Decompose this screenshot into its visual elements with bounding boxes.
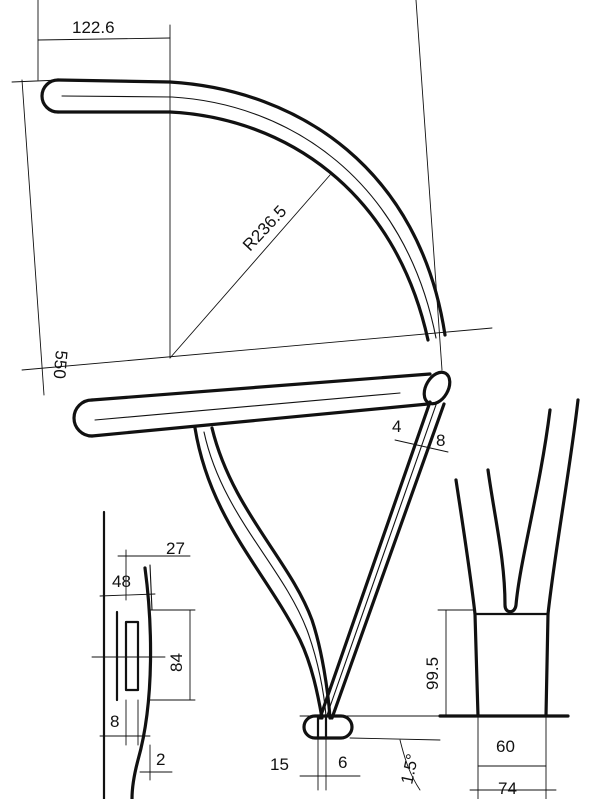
seat-bar	[72, 370, 452, 438]
dim-84-label: 84	[167, 653, 186, 672]
dim-8-label: 8	[436, 431, 445, 450]
dim-4-8: 4 8	[392, 417, 449, 453]
dim-122-6-label: 122.6	[72, 18, 115, 37]
dim-6-label: 6	[338, 753, 347, 772]
leg-detail: 99.5 60 74	[423, 398, 580, 799]
dim-48-label: 48	[112, 572, 131, 591]
dim-15-label: 15	[270, 755, 289, 774]
dim-4-label: 4	[392, 417, 401, 436]
section-detail: 27 48 84 8 2	[91, 510, 196, 799]
foot	[299, 714, 461, 741]
dim-8-detail-label: 8	[110, 712, 119, 731]
dim-27-label: 27	[166, 539, 185, 558]
dim-radius-label: R236.5	[239, 202, 290, 255]
dim-angle-label: 1.5°	[397, 752, 422, 786]
dim-550-label: 550	[50, 350, 71, 380]
dim-angle: 1.5°	[397, 739, 422, 791]
curved-leg	[193, 426, 332, 720]
radius-construction	[21, 81, 493, 371]
diagonal-leg	[318, 400, 446, 720]
dim-74-label: 74	[498, 779, 517, 798]
dim-122-6: 122.6	[37, 0, 171, 83]
dim-60-label: 60	[496, 737, 515, 756]
dim-550: 550	[11, 79, 71, 396]
dim-99-5-label: 99.5	[423, 657, 442, 690]
top-armrest	[40, 78, 447, 342]
dim-2-label: 2	[156, 750, 165, 769]
extension-line-right	[415, 0, 443, 371]
dim-15-6: 15 6	[270, 737, 361, 791]
